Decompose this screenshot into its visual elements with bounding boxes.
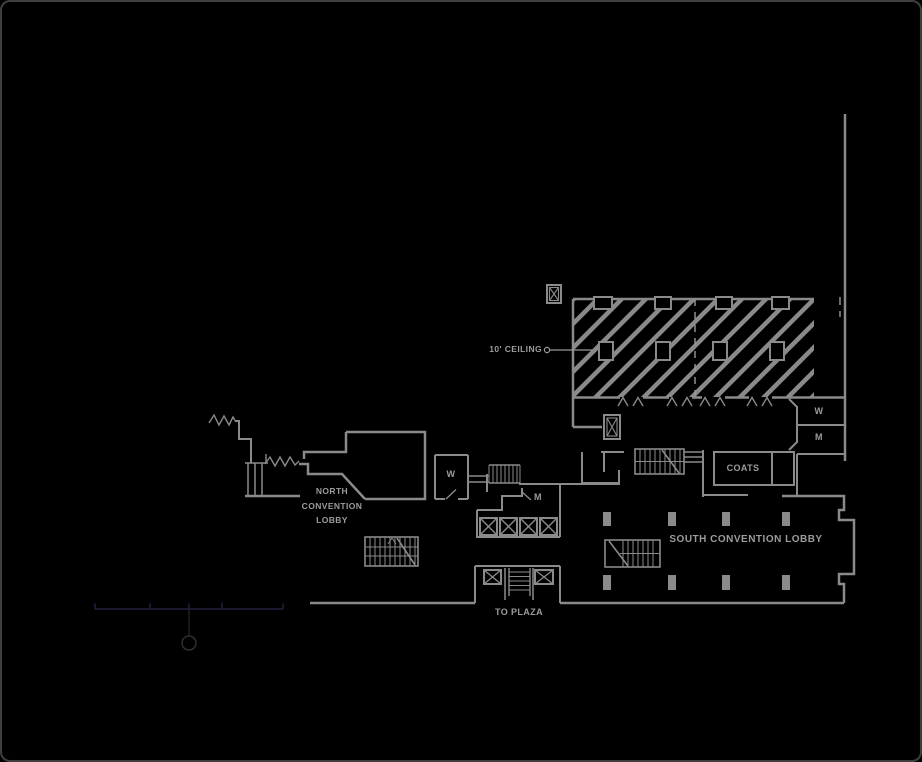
elevator-icon [483,569,502,585]
north-lobby-label-line3: LOBBY [316,515,348,525]
to-plaza-label: TO PLAZA [494,607,544,617]
restroom-mid-w [434,454,469,500]
restroom-men-mid-label: M [534,492,542,502]
elevator-icon [479,517,498,536]
north-lobby-label: NORTH CONVENTION LOBBY [285,484,379,528]
datum-marker [181,609,197,651]
wall-break-icon [264,455,300,468]
restroom-women-mid-label: W [446,469,456,479]
wall-south-lobby-north [519,483,620,537]
wall-pocket [581,451,624,484]
column-markers-top [593,296,790,310]
north-lobby-label-line1: NORTH [315,486,349,496]
north-lobby-label-line2: CONVENTION [301,500,363,511]
door-leaf-icon [445,488,457,500]
restroom-women-east-label: W [814,406,824,416]
door-leaf-icon [788,398,798,408]
door-leaf-icon [788,441,798,451]
stairs-icon [634,448,703,475]
restrooms-east [788,398,845,455]
elevator-icon [546,284,562,304]
escalator-icon [508,568,531,596]
stairs-icon [364,536,419,567]
elevator-bank [476,488,560,538]
door-leaf-icon [521,491,532,501]
stairs-icon [604,539,661,568]
wall-south-lobby [310,494,856,605]
elevator-icon [534,569,554,585]
ceiling-height-label: 10' CEILING [489,344,542,354]
elevator-icon [499,517,518,536]
elevator-icon [539,517,558,536]
column-markers-mid [598,341,785,361]
north-lobby-walls [299,430,427,501]
column-markers-lobby [603,512,790,590]
elevator-icon [519,517,538,536]
coats-room-label: COATS [726,463,760,473]
plaza-exit-bay [474,565,561,603]
wall-break-icon [208,413,237,427]
left-entry-assembly [208,413,300,498]
dimension-underlay [94,602,284,651]
south-lobby-label: SOUTH CONVENTION LOBBY [669,534,823,545]
elevator-icon [571,398,621,440]
escalator-icon [247,463,263,496]
restroom-men-east-label: M [815,432,823,442]
ceiling-leader [543,346,592,354]
coats-room [702,450,798,497]
escalator-icon [468,464,521,492]
door-swing-icons [617,396,773,407]
